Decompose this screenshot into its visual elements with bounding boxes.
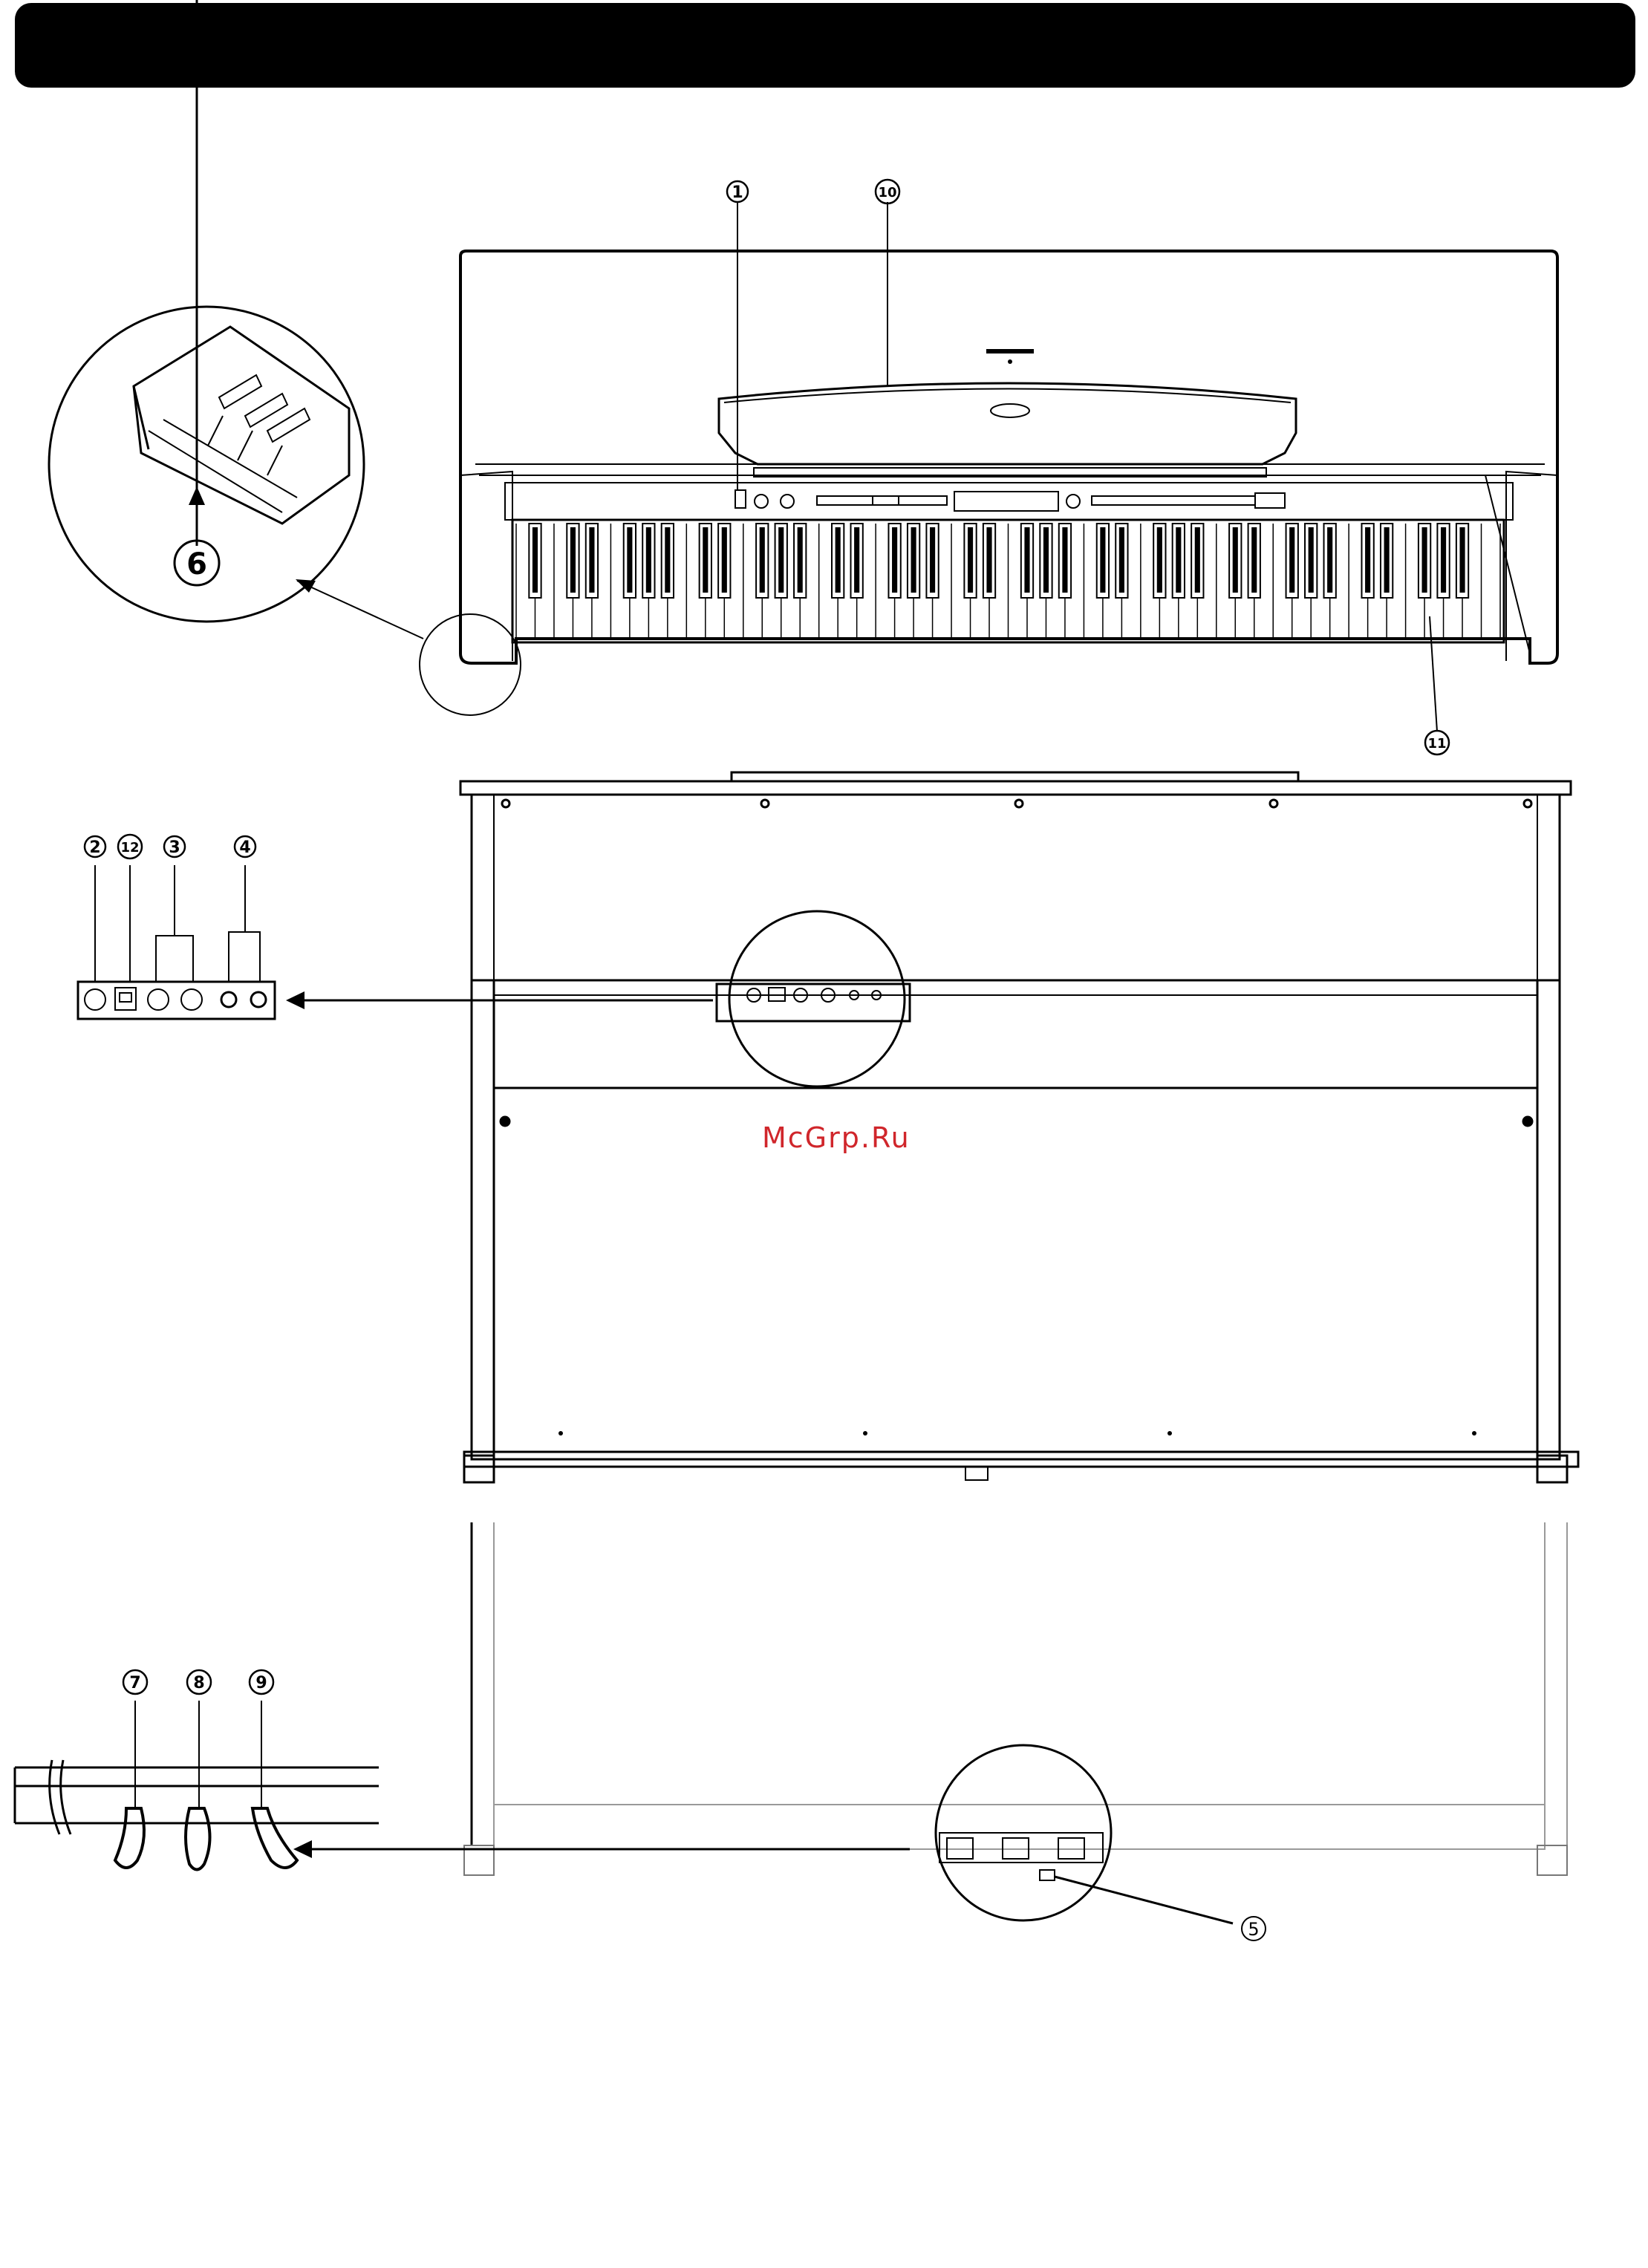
black-key-shade [1176, 527, 1181, 593]
callout-8: 8 [187, 1670, 211, 1694]
black-key-shade [665, 527, 670, 593]
svg-text:11: 11 [1427, 736, 1446, 752]
black-key-shade [532, 527, 538, 593]
black-key-shade [1062, 527, 1067, 593]
black-key-shade [798, 527, 803, 593]
black-key-shade [1119, 527, 1124, 593]
svg-text:4: 4 [239, 838, 250, 857]
black-key-shade [778, 527, 784, 593]
black-key-shade [1157, 527, 1162, 593]
black-key-shade [1195, 527, 1200, 593]
svg-text:9: 9 [255, 1674, 267, 1692]
callout-2: 2 [85, 836, 105, 857]
svg-text:2: 2 [89, 838, 100, 857]
black-key-shade [627, 527, 632, 593]
svg-text:3: 3 [169, 838, 180, 857]
svg-text:8: 8 [193, 1674, 204, 1692]
black-key-shade [1365, 527, 1370, 593]
black-key-shade [1309, 527, 1314, 593]
callout-6: 6 [175, 541, 219, 585]
music-rest [719, 383, 1296, 464]
black-key-shade [760, 527, 765, 593]
callout-4: 4 [235, 836, 255, 857]
black-key-shade [1233, 527, 1238, 593]
callout-5: 5 [1242, 1917, 1266, 1940]
key-detail-magnifier [49, 0, 521, 715]
piano-front-view [460, 251, 1557, 663]
callout-11: 11 [1425, 731, 1449, 755]
piano-stand-pedal-view [293, 1522, 1567, 1923]
black-key-shade [854, 527, 859, 593]
callout-12: 12 [118, 835, 142, 858]
black-key-shade [930, 527, 935, 593]
black-key-shade [722, 527, 727, 593]
black-key-shade [1043, 527, 1049, 593]
black-key-shade [1100, 527, 1105, 593]
watermark: McGrp.Ru [762, 1121, 911, 1154]
black-key-shade [1251, 527, 1257, 593]
pedal-inset [15, 1701, 379, 1870]
black-key-shade [703, 527, 708, 593]
svg-text:12: 12 [120, 840, 139, 856]
black-key-shade [986, 527, 991, 593]
black-key-shade [911, 527, 916, 593]
callout-labels: 1 10 11 6 2 12 3 4 7 8 9 5 [85, 180, 1449, 1940]
black-key-shade [1384, 527, 1390, 593]
callout-10: 10 [876, 180, 899, 203]
brand-logo-mark [986, 349, 1034, 353]
black-key-shade [892, 527, 897, 593]
black-key-shade [1441, 527, 1446, 593]
black-key-shade [570, 527, 576, 593]
black-key-shade [1459, 527, 1465, 593]
svg-text:6: 6 [186, 547, 207, 581]
black-key-shade [1327, 527, 1332, 593]
svg-text:7: 7 [129, 1674, 140, 1692]
black-key-shade [1289, 527, 1294, 593]
black-key-shade [1024, 527, 1029, 593]
black-key-shade [589, 527, 594, 593]
keyboard [512, 520, 1504, 642]
black-key-shade [646, 527, 651, 593]
black-key-shade [1422, 527, 1427, 593]
callout-1: 1 [727, 181, 748, 202]
svg-text:5: 5 [1248, 1919, 1259, 1940]
svg-text:10: 10 [878, 185, 896, 201]
power-switch [735, 490, 746, 508]
callout-9: 9 [250, 1670, 273, 1694]
svg-text:1: 1 [732, 183, 743, 202]
display-panel [954, 492, 1058, 511]
callout-3: 3 [164, 836, 185, 857]
piano-rear-view [460, 772, 1578, 1482]
black-key-shade [836, 527, 841, 593]
black-key-shade [968, 527, 973, 593]
callout-7: 7 [123, 1670, 147, 1694]
